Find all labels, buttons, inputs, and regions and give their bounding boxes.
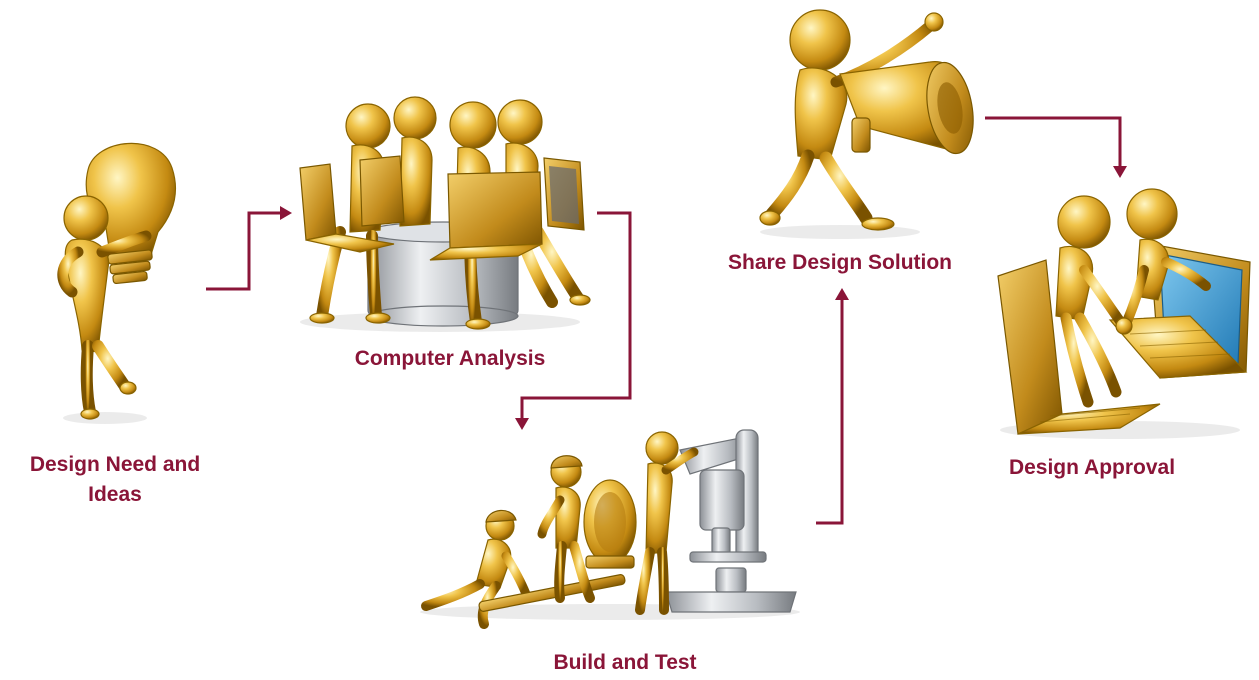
- step-label-computer-analysis: Computer Analysis: [310, 344, 590, 374]
- step-label-build-and-test: Build and Test: [500, 648, 750, 678]
- step-label-design-need: Design Need and Ideas: [2, 450, 228, 510]
- flow-arrow-ideas-to-analysis: [206, 206, 292, 291]
- figures-with-microscope-icon: [420, 429, 800, 629]
- figure-with-megaphone-icon: [759, 9, 974, 239]
- step-label-line: Share Design Solution: [727, 251, 953, 274]
- step-label-line: Build and Test: [553, 651, 697, 674]
- flow-arrow-build-to-share: [816, 288, 849, 525]
- team-at-laptops-icon: [299, 96, 591, 332]
- handshake-over-laptops-icon: [997, 188, 1251, 439]
- step-label-share-design-solution: Share Design Solution: [690, 248, 990, 278]
- flow-arrow-share-to-approval: [985, 116, 1127, 178]
- step-label-line: Design Approval: [1008, 456, 1176, 479]
- step-label-design-approval: Design Approval: [970, 453, 1214, 483]
- step-label-line: Computer Analysis: [354, 347, 546, 370]
- step-label-line: Ideas: [88, 483, 142, 506]
- flow-arrow-analysis-to-build: [515, 211, 632, 430]
- lightbulb-figure-icon: [57, 142, 177, 424]
- step-label-line: Design Need and: [29, 453, 201, 476]
